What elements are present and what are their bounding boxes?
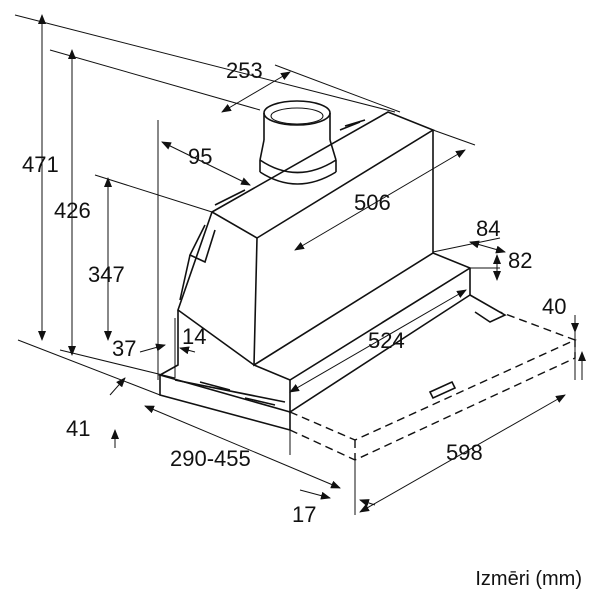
duct-outlet <box>259 100 337 185</box>
hood-slab <box>157 252 507 432</box>
dim-426: 426 <box>54 198 91 223</box>
dim-84: 84 <box>476 216 501 241</box>
dim-506: 506 <box>354 190 391 215</box>
dim-95: 95 <box>188 144 213 169</box>
dim-253: 253 <box>226 58 263 83</box>
dim-37: 37 <box>112 336 137 361</box>
dim-471: 471 <box>22 152 59 177</box>
dim-598: 598 <box>446 440 483 465</box>
dimensions-caption: Izmēri (mm) <box>475 568 582 590</box>
dim-290-455: 290-455 <box>170 446 251 471</box>
dim-82: 82 <box>508 248 533 273</box>
dim-524: 524 <box>368 328 405 353</box>
dim-40: 40 <box>542 294 567 319</box>
dim-347: 347 <box>88 262 125 287</box>
dim-14: 14 <box>182 324 207 349</box>
extension-lines <box>14 14 576 515</box>
extension-panel <box>289 311 577 461</box>
dimension-lines <box>38 14 586 513</box>
dim-17: 17 <box>292 502 317 527</box>
dim-41: 41 <box>66 416 91 441</box>
